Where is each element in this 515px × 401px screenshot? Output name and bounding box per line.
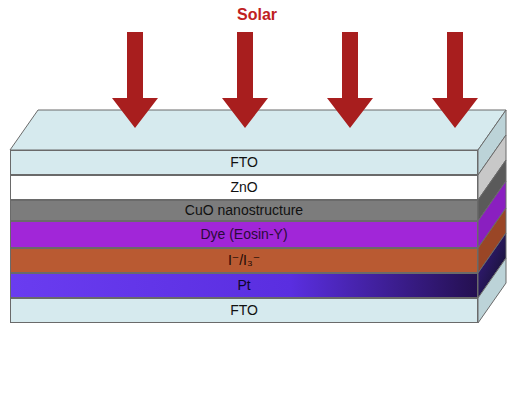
side-faces bbox=[478, 110, 506, 323]
arrow bbox=[222, 32, 268, 128]
layer-band: ZnO bbox=[10, 175, 478, 200]
layer-name: Pt bbox=[237, 278, 250, 293]
arrow bbox=[432, 32, 478, 128]
layer-band: Pt bbox=[10, 273, 478, 298]
layer-band: CuO nanostructure bbox=[10, 200, 478, 221]
layer-name: CuO nanostructure bbox=[185, 203, 303, 218]
top-face bbox=[10, 110, 506, 150]
layer-name: I⁻/I₃⁻ bbox=[228, 253, 260, 268]
arrow bbox=[112, 32, 158, 128]
light-label: Solar bbox=[237, 6, 277, 24]
layer-band: Dye (Eosin-Y) bbox=[10, 221, 478, 248]
side-face bbox=[478, 258, 506, 323]
layer-name: ZnO bbox=[230, 180, 257, 195]
sun-arrows bbox=[112, 32, 478, 128]
layer-band: I⁻/I₃⁻ bbox=[10, 248, 478, 273]
layer-name: FTO bbox=[230, 155, 258, 170]
layer-name: FTO bbox=[230, 303, 258, 318]
arrow bbox=[327, 32, 373, 128]
layer-band: FTO bbox=[10, 150, 478, 175]
layer-band: FTO bbox=[10, 298, 478, 323]
layer-name: Dye (Eosin-Y) bbox=[200, 227, 287, 242]
